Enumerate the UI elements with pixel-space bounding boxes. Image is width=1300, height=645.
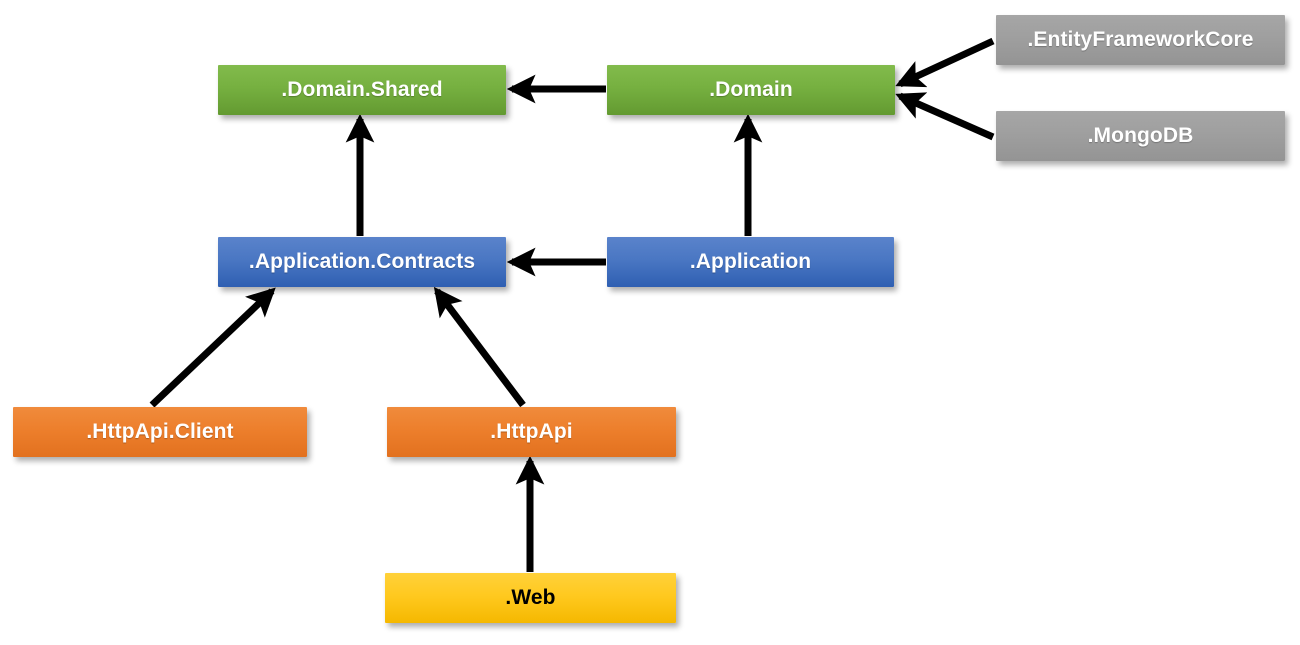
node-label: .Application xyxy=(689,250,812,273)
arrow-entityframeworkcore-to-domain xyxy=(895,37,995,88)
arrow-mongodb-to-domain xyxy=(895,92,995,141)
node-httpapi-client[interactable]: .HttpApi.Client xyxy=(13,407,307,457)
node-label: .Application.Contracts xyxy=(248,250,476,273)
arrow-httpapi-client-to-application-contracts xyxy=(149,287,276,408)
node-web[interactable]: .Web xyxy=(385,573,676,623)
node-label: .Domain.Shared xyxy=(281,78,443,101)
node-label: .MongoDB xyxy=(1087,124,1194,147)
node-label: .HttpApi.Client xyxy=(86,420,234,443)
node-domain-shared[interactable]: .Domain.Shared xyxy=(218,65,506,115)
arrow-httpapi-to-application-contracts xyxy=(433,286,526,408)
node-label: .HttpApi xyxy=(490,420,573,443)
node-label: .Domain xyxy=(709,78,793,101)
node-application-contracts[interactable]: .Application.Contracts xyxy=(218,237,506,287)
node-domain[interactable]: .Domain xyxy=(607,65,895,115)
node-application[interactable]: .Application xyxy=(607,237,894,287)
edge-layer xyxy=(149,37,995,572)
node-httpapi[interactable]: .HttpApi xyxy=(387,407,676,457)
node-mongodb[interactable]: .MongoDB xyxy=(996,111,1285,161)
node-label: .Web xyxy=(505,586,556,609)
node-label: .EntityFrameworkCore xyxy=(1027,28,1254,51)
node-entityframeworkcore[interactable]: .EntityFrameworkCore xyxy=(996,15,1285,65)
